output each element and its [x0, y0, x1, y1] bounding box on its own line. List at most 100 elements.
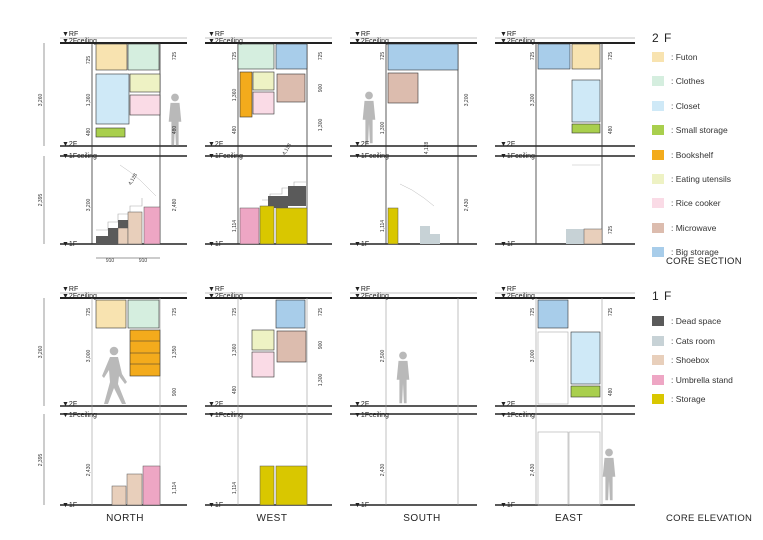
dim-1300: 1,300	[380, 122, 386, 135]
level-2f-ceiling: ▼2Fceiling	[62, 38, 97, 45]
dim-1360: 1,360	[232, 344, 238, 357]
legend-2f-item: : Futon	[652, 50, 697, 64]
dim-3000: 3,000	[86, 350, 92, 363]
level-1f-ceiling: ▼1Fceiling	[500, 412, 535, 419]
legend-2f-label: : Big storage	[671, 247, 719, 258]
dim-2500: 2,500	[380, 350, 386, 363]
dim-3300: 3,300	[530, 94, 536, 107]
legend-2f-label: : Futon	[671, 52, 698, 62]
elevation-south	[385, 298, 459, 505]
legend-2f-label: : Clothes	[671, 76, 705, 87]
legend-1f-item: : Cats room	[652, 334, 715, 348]
level-2f: ▼2F	[208, 401, 223, 408]
legend-2f-item: : Eating utensils	[652, 172, 731, 186]
legend-2f-item: : Clothes	[652, 74, 705, 88]
level-1f-ceiling: ▼1Fceiling	[354, 412, 389, 419]
level-2f-ceiling: ▼2Fceiling	[208, 293, 243, 300]
dim-2430: 2,430	[530, 464, 536, 477]
legend-2f-swatch	[652, 100, 664, 111]
legend-2f-swatch	[652, 76, 664, 87]
level-1f: ▼1F	[500, 502, 515, 509]
level-2f: ▼2F	[62, 141, 77, 148]
level-1f: ▼1F	[208, 502, 223, 509]
legend-2f-swatch	[652, 149, 664, 160]
legend-1f-label: : Shoebox	[671, 355, 710, 366]
legend-1f-swatch	[652, 374, 664, 385]
elevation-north	[91, 298, 161, 506]
section-east	[535, 43, 603, 245]
dim-1300: 1,300	[318, 374, 324, 387]
elevation-west	[237, 298, 308, 506]
dim-725: 725	[318, 308, 324, 317]
level-rf: ▼RF	[208, 31, 224, 38]
level-1f: ▼1F	[354, 502, 369, 509]
legend-2f-swatch	[652, 247, 664, 258]
level-2f: ▼2F	[62, 401, 77, 408]
legend-2f-swatch	[652, 174, 664, 184]
legend-2f-item: : Bookshelf	[652, 148, 713, 162]
dim-4128: 4,128	[281, 142, 293, 156]
level-2f: ▼2F	[500, 141, 515, 148]
level-2f-ceiling: ▼2Fceiling	[62, 293, 97, 300]
legend-2f-item: : Small storage	[652, 123, 728, 137]
dim-1114: 1,114	[232, 220, 238, 232]
legend-1f-item: : Umbrella stand	[652, 373, 733, 387]
legend-1f-item: : Shoebox	[652, 353, 709, 367]
level-rf: ▼RF	[62, 31, 78, 38]
dim-725: 725	[172, 308, 178, 317]
legend-2f-swatch	[652, 125, 664, 136]
level-2f-ceiling: ▼2Fceiling	[354, 38, 389, 45]
level-rf: ▼RF	[500, 286, 516, 293]
legend-2f-swatch	[652, 222, 664, 233]
level-2f-ceiling: ▼2Fceiling	[500, 293, 535, 300]
dim-725: 725	[608, 226, 614, 235]
direction-west: WEST	[256, 513, 288, 524]
dim-1114: 1,114	[172, 482, 178, 494]
dim-4128: 4,128	[127, 172, 139, 186]
dim-725: 725	[86, 56, 92, 65]
legend-2f-label: : Small storage	[671, 125, 728, 136]
level-rf: ▼RF	[354, 31, 370, 38]
dim-480: 480	[608, 388, 614, 397]
level-1f-ceiling: ▼1Fceiling	[62, 412, 97, 419]
dim-2480: 2,480	[172, 199, 178, 212]
legend-1f-label: : Cats room	[671, 335, 715, 346]
level-labels: ▼RF ▼2Fceiling ▼2F ▼1Fceiling ▼1F ▼RF ▼2…	[62, 31, 535, 509]
caption-core-section: CORE SECTION	[666, 256, 742, 267]
dim-900: 900	[172, 388, 178, 397]
level-1f-ceiling: ▼1Fceiling	[354, 153, 389, 160]
dim-2430: 2,430	[464, 199, 470, 212]
legend-2f-item: : Closet	[652, 99, 700, 113]
dim-725: 725	[232, 52, 238, 61]
dim-3200: 3,200	[86, 199, 92, 212]
legend-1f-swatch	[652, 316, 664, 326]
dim-910: 910	[106, 258, 115, 264]
level-1f: ▼1F	[62, 502, 77, 509]
level-1f: ▼1F	[62, 241, 77, 248]
level-2f-ceiling: ▼2Fceiling	[354, 293, 389, 300]
legend-1f-label: : Storage	[671, 394, 706, 405]
dim-upper: 3,260	[38, 346, 44, 359]
dim-3000: 3,000	[530, 350, 536, 363]
direction-north: NORTH	[106, 513, 144, 524]
legend-2f-swatch	[652, 198, 664, 209]
dim-2430: 2,430	[380, 464, 386, 477]
level-1f-ceiling: ▼1Fceiling	[500, 153, 535, 160]
legend-2f-label: : Eating utensils	[671, 174, 732, 184]
dim-1114: 1,114	[380, 220, 386, 232]
legend-2f-item: : Big storage	[652, 245, 719, 259]
dim-4128: 4,128	[424, 142, 430, 155]
legend-2f-label: : Microwave	[671, 222, 717, 233]
dim-725: 725	[318, 52, 324, 61]
direction-east: EAST	[554, 513, 584, 524]
dim-1350: 1,350	[172, 346, 178, 359]
level-1f: ▼1F	[208, 241, 223, 248]
level-1f-ceiling: ▼1Fceiling	[208, 412, 243, 419]
legend-1f-swatch	[652, 355, 664, 366]
level-1f: ▼1F	[354, 241, 369, 248]
dim-725: 725	[530, 52, 536, 61]
dim-2430: 2,430	[86, 464, 92, 477]
legend-1f-label: : Dead space	[671, 316, 722, 326]
level-rf: ▼RF	[62, 286, 78, 293]
